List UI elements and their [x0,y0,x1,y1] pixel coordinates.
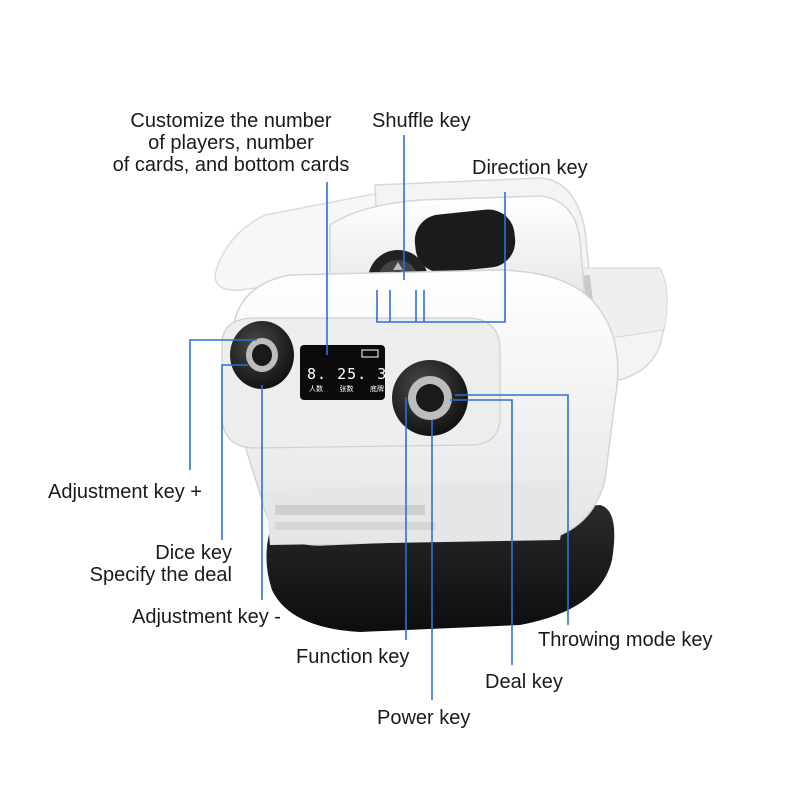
left-adjustment-knob[interactable] [230,321,294,389]
lcd-labels: 人数 张数 底牌 [309,384,384,394]
label-customize: Customize the number of players, number … [112,110,350,176]
right-control-knob[interactable] [392,360,468,436]
card-output-slot [275,505,435,530]
label-function-key: Function key [296,646,410,668]
label-power-key: Power key [377,707,471,729]
lcd-label-bottom: 底牌 [370,385,384,393]
lcd-label-players: 人数 [309,385,323,393]
lcd-display [300,345,385,400]
lcd-values: 8. 25. 3 [307,365,388,383]
label-deal-key: Deal key [485,671,563,693]
label-direction-key: Direction key [472,157,588,179]
leader-lines [189,135,569,700]
lcd-label-cards: 张数 [339,385,354,393]
label-adjustment-minus: Adjustment key - [132,606,281,628]
card-slot-window [414,209,516,273]
label-throwing-mode-key: Throwing mode key [538,629,713,651]
label-adjustment-plus: Adjustment key + [48,481,202,503]
label-shuffle-key: Shuffle key [372,110,471,132]
label-dice-key: Dice key Specify the deal [89,542,232,586]
